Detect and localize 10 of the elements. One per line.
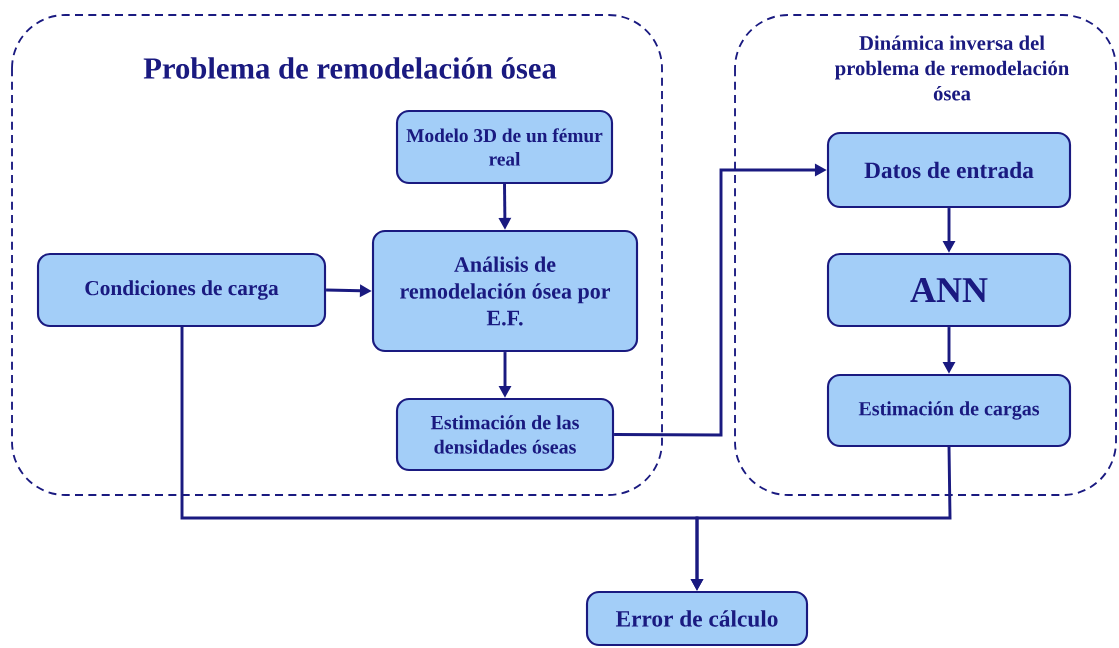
process-box: Condiciones de carga: [36, 252, 327, 328]
process-box: Modelo 3D de un fémur real: [395, 109, 614, 185]
group-heading: Dinámica inversa del problema de remodelación ósea: [835, 35, 1069, 101]
group-heading: Problema de remodelación ósea: [143, 57, 557, 79]
process-box: Datos de entrada: [826, 131, 1072, 209]
process-box: ANN: [826, 252, 1072, 328]
process-box: Error de cálculo: [585, 590, 809, 647]
process-box: Análisis de remodelación ósea por E.F.: [371, 229, 639, 353]
process-box: Estimación de las densidades óseas: [395, 397, 615, 472]
process-box: Estimación de cargas: [826, 373, 1072, 448]
